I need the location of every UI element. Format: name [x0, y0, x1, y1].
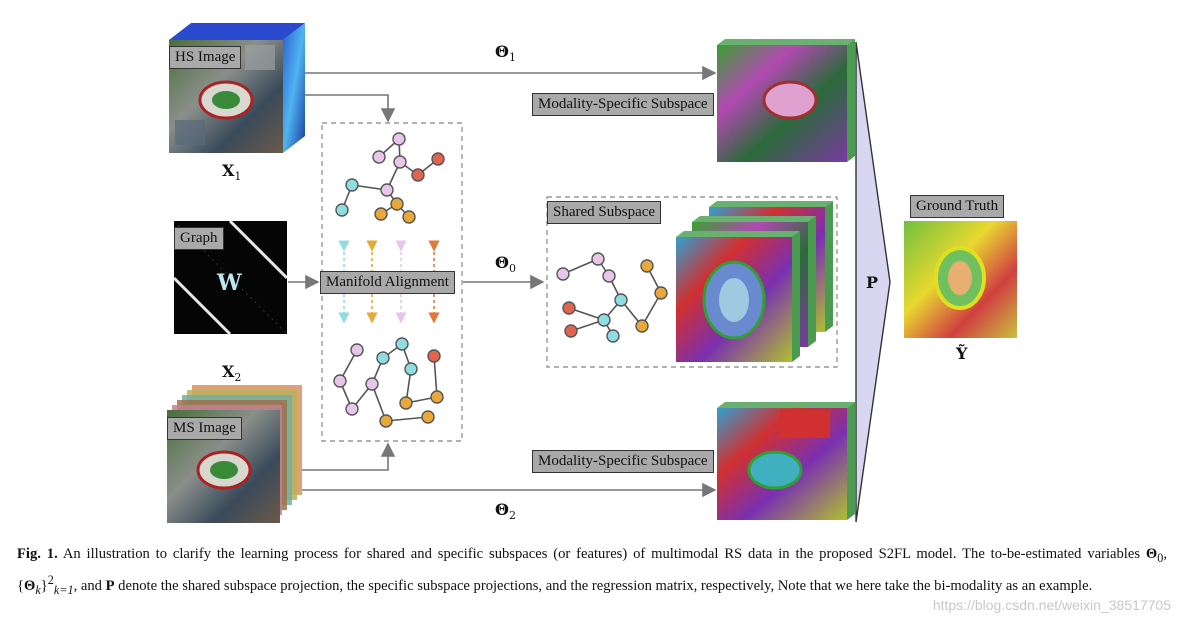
caption-sup: 2 — [47, 572, 54, 587]
theta1-symbol: Θ1 — [495, 42, 516, 65]
shared-subspace-label: Shared Subspace — [547, 201, 662, 224]
ms-image-label: MS Image — [167, 417, 242, 440]
theta2-symbol: Θ2 — [495, 500, 516, 523]
shared-graph-nodes — [556, 252, 668, 343]
y-tilde-symbol: Ỹ — [956, 344, 968, 363]
caption-sub: k=1 — [53, 582, 74, 597]
caption-math-3: P — [105, 577, 115, 594]
hs-image-label: HS Image — [169, 46, 242, 69]
caption-math-2: Θ — [24, 577, 36, 594]
regression-projection-p — [855, 41, 891, 523]
caption-text-4: , and — [73, 577, 106, 594]
graph-matrix — [172, 219, 289, 336]
caption-math-1-sub: 0 — [1157, 550, 1164, 565]
ms-image-stack — [167, 385, 302, 523]
caption-math-2-sub: k — [35, 582, 41, 597]
caption-text-1: An illustration to clarify the learning … — [57, 546, 1146, 562]
arrow-ms-to-alignment — [302, 442, 396, 471]
x2-symbol: X2 — [222, 362, 242, 385]
manifold-alignment-label: Manifold Alignment — [320, 271, 455, 294]
shared-subspace-images — [676, 201, 833, 362]
caption-math-1: Θ — [1145, 546, 1158, 562]
theta0-symbol: Θ0 — [495, 253, 516, 276]
ms-graph-nodes — [333, 337, 444, 428]
watermark: https://blog.csdn.net/weixin_38517705 — [932, 597, 1171, 613]
x1-symbol: X1 — [222, 161, 242, 184]
p-symbol: P — [866, 273, 879, 292]
shared-subspace-container — [546, 196, 838, 368]
specific-image-top — [717, 39, 855, 162]
modality-specific-subspace-top-label: Modality-Specific Subspace — [532, 93, 714, 116]
hs-image-cube — [169, 23, 305, 153]
graph-label: Graph — [174, 227, 224, 250]
caption-text-2: , { — [17, 546, 1167, 594]
arrow-hs-to-alignment — [305, 94, 396, 123]
caption-fig-label: Fig. 1. — [17, 546, 58, 562]
ground-truth-image — [904, 221, 1017, 338]
specific-image-bottom — [717, 402, 855, 520]
hs-graph-nodes — [335, 132, 445, 224]
ground-truth-label: Ground Truth — [910, 195, 1005, 218]
modality-specific-subspace-bottom-label: Modality-Specific Subspace — [532, 450, 714, 473]
figure-caption: Fig. 1. An illustration to clarify the l… — [17, 543, 1167, 601]
caption-text-3: } — [40, 577, 48, 594]
w-symbol: W — [217, 270, 242, 296]
caption-text-5: denote the shared subspace projection, t… — [114, 577, 1093, 594]
